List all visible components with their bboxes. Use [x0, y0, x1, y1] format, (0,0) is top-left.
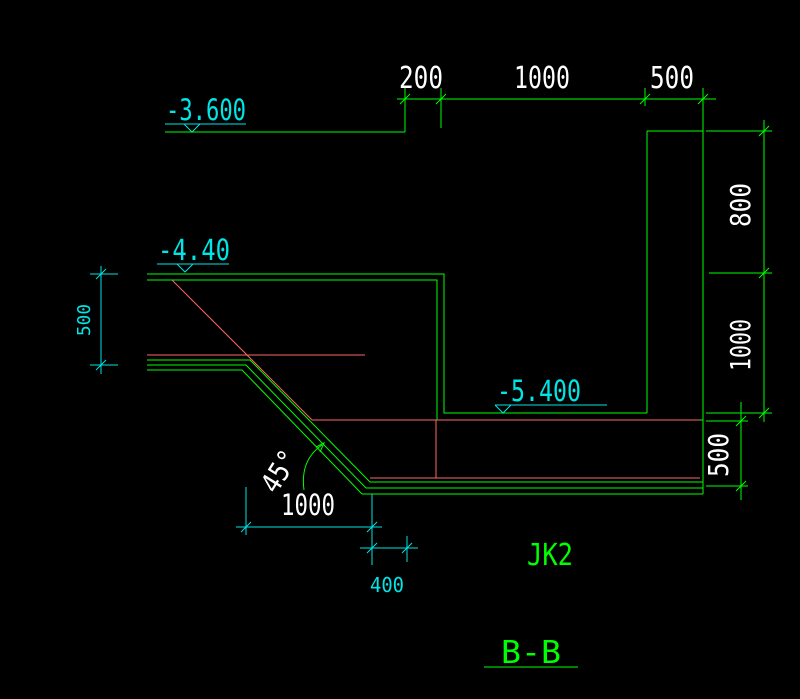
dim-top-200: 200 [399, 61, 443, 96]
section-label: B-B [501, 635, 561, 671]
elevation-label-pit: -5.400 [497, 374, 581, 408]
right-dimension-chain [706, 120, 772, 422]
dim-bottom-1000: 1000 [281, 488, 335, 522]
dim-top-1000: 1000 [514, 61, 570, 96]
elevation-marker-mid [157, 263, 229, 273]
elevation-label-top: -3.600 [166, 93, 246, 127]
bottom-dimension [236, 487, 382, 565]
elevation-label-mid: -4.40 [158, 233, 230, 267]
dim-right-1000: 1000 [724, 319, 757, 371]
bottom-small-dimension [360, 536, 418, 562]
angle-arc-arrow [315, 441, 326, 453]
upper-slab-outline [147, 273, 703, 421]
dim-right-500: 500 [702, 433, 735, 477]
elevation-marker-pit [494, 404, 607, 414]
pit-label: JK2 [527, 538, 573, 573]
dim-bottom-400: 400 [370, 573, 404, 597]
retaining-wall [646, 130, 704, 494]
dim-top-500: 500 [650, 61, 694, 96]
slope-outline [147, 359, 703, 495]
dim-right-800: 800 [724, 183, 757, 227]
top-dimension-chain [397, 88, 716, 132]
dim-left-500: 500 [74, 304, 95, 336]
construction-lines [147, 279, 700, 479]
pit-depth-dimension [706, 402, 748, 500]
left-dimension [90, 266, 118, 374]
angle-arc [302, 444, 323, 491]
